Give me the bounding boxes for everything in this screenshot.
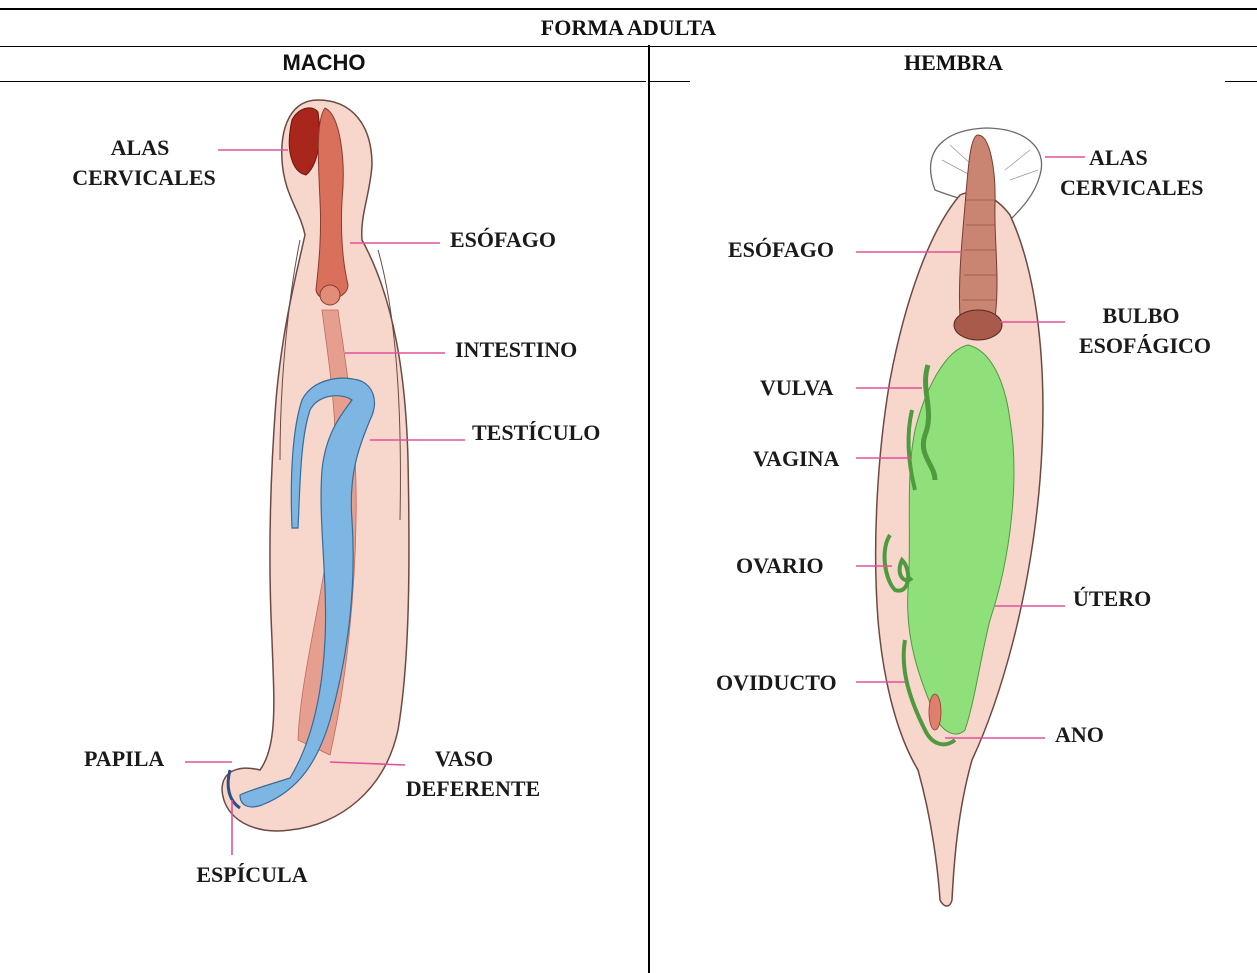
label-esofago-hembra: ESÓFAGO (728, 237, 834, 262)
label-deferente: DEFERENTE (406, 776, 540, 801)
label-vulva: VULVA (760, 375, 833, 400)
label-alas-macho: ALAS (111, 135, 170, 160)
label-vagina: VAGINA (753, 446, 840, 471)
label-oviducto: OVIDUCTO (716, 670, 837, 695)
label-esofago-macho: ESÓFAGO (450, 227, 556, 252)
label-espicula: ESPÍCULA (196, 862, 307, 887)
male-esophageal-bulb (320, 285, 340, 305)
label-ovario: OVARIO (736, 553, 824, 578)
label-utero: ÚTERO (1073, 586, 1151, 611)
label-cervicales-macho: CERVICALES (72, 165, 215, 190)
label-alas-hembra: ALAS (1089, 145, 1148, 170)
label-vaso: VASO (435, 746, 493, 771)
label-esofagico: ESOFÁGICO (1079, 333, 1211, 358)
male-worm-figure (222, 100, 409, 831)
label-cervicales-hembra: CERVICALES (1060, 175, 1203, 200)
label-intestino: INTESTINO (455, 337, 577, 362)
female-esophageal-bulb (954, 310, 1002, 340)
label-ano: ANO (1055, 722, 1104, 747)
female-anus (929, 694, 941, 730)
female-worm-figure (876, 128, 1043, 906)
label-testiculo: TESTÍCULO (472, 420, 600, 445)
label-papila: PAPILA (84, 746, 164, 771)
label-bulbo: BULBO (1102, 303, 1179, 328)
